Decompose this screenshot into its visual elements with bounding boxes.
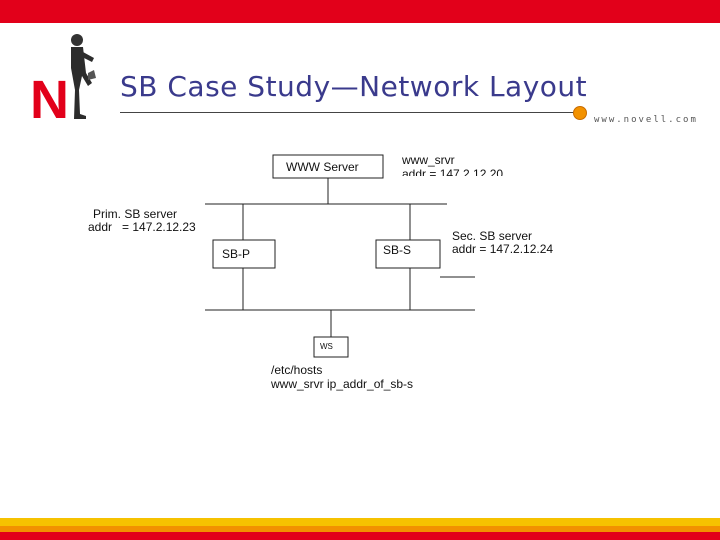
sbs-label: SB-S xyxy=(383,243,411,257)
prim-sb-label: Prim. SB server xyxy=(93,207,177,221)
brand-url: www.novell.com xyxy=(594,115,698,125)
novell-logo: N xyxy=(30,34,96,123)
sbp-label: SB-P xyxy=(222,247,250,261)
ws-box xyxy=(313,336,349,358)
prim-addr-label: addr xyxy=(88,220,112,234)
hosts-file-entry: www_srvr ip_addr_of_sb-s xyxy=(270,377,413,391)
bottom-red-bar xyxy=(0,532,720,540)
sec-addr-value: addr = 147.2.12.24 xyxy=(452,242,553,256)
mascot-figure-icon xyxy=(71,34,96,119)
bottom-orange-bar xyxy=(0,526,720,532)
www-srvr-name: www_srvr xyxy=(401,153,455,167)
sbp-box xyxy=(212,239,276,269)
sec-sb-label: Sec. SB server xyxy=(452,229,532,243)
title-rule xyxy=(120,112,580,113)
slide-title: SB Case Study—Network Layout xyxy=(120,70,588,103)
sbs-box xyxy=(375,239,441,269)
bottom-yellow-bar xyxy=(0,518,720,526)
top-color-bar xyxy=(0,0,720,23)
www-server-label: WWW Server xyxy=(286,160,359,174)
prim-addr-value: = 147.2.12.23 xyxy=(122,220,196,234)
ws-label: WS xyxy=(320,342,333,351)
brand-letter: N xyxy=(30,70,69,123)
hosts-file-path: /etc/hosts xyxy=(271,363,322,377)
rule-accent-dot xyxy=(573,106,587,120)
